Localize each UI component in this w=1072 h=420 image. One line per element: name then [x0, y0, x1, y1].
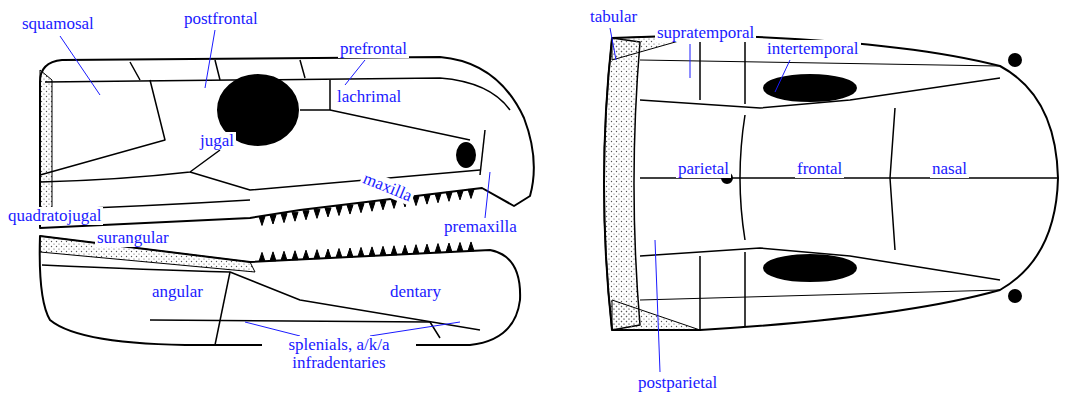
tooth [369, 247, 375, 256]
bone-label: squamosal [20, 15, 96, 33]
tooth [336, 206, 342, 215]
tooth [457, 191, 463, 200]
tooth [259, 216, 265, 225]
bone-label: lachrimal [335, 88, 403, 106]
tooth [270, 252, 276, 261]
tooth [347, 205, 353, 214]
tooth [446, 192, 452, 201]
bone-label: quadratojugal [6, 207, 103, 225]
tooth [303, 250, 309, 259]
tooth [292, 251, 298, 260]
tooth [314, 250, 320, 259]
tooth [424, 244, 430, 253]
tooth [369, 202, 375, 211]
bone-label: parietal [676, 160, 731, 178]
tooth [435, 194, 441, 203]
tooth [358, 204, 364, 213]
tooth [358, 247, 364, 256]
tooth [303, 211, 309, 220]
tooth [281, 251, 287, 260]
tooth [435, 244, 441, 253]
bone-label: prefrontal [338, 40, 409, 58]
tooth [446, 243, 452, 252]
tooth [468, 189, 474, 198]
tooth [270, 215, 276, 224]
bone-label: angular [150, 283, 205, 301]
tooth [259, 252, 265, 261]
tooth [413, 197, 419, 206]
bone-label: premaxilla [442, 218, 519, 236]
bone-label: surangular [95, 229, 171, 247]
bone-label: postparietal [636, 374, 719, 392]
tooth [391, 246, 397, 255]
tooth [468, 242, 474, 251]
tooth [424, 195, 430, 204]
bone-label: intertemporal [765, 40, 861, 58]
bone-label: supratemporal [655, 24, 756, 42]
tooth [380, 201, 386, 210]
bone-label: frontal [795, 160, 844, 178]
tooth [325, 249, 331, 258]
tooth [347, 248, 353, 257]
tooth [292, 212, 298, 221]
tooth [325, 208, 331, 217]
bone-label: tabular [588, 8, 639, 26]
tooth [457, 243, 463, 252]
tooth [281, 214, 287, 223]
tooth [336, 249, 342, 258]
tooth [413, 245, 419, 254]
bone-label: jugal [198, 132, 236, 150]
tooth [314, 209, 320, 218]
tooth [380, 246, 386, 255]
bone-label: postfrontal [182, 10, 260, 28]
bone-label: splenials, a/k/a infradentaries [262, 336, 416, 372]
bone-label: dentary [388, 283, 443, 301]
tooth [402, 245, 408, 254]
bone-label: nasal [930, 160, 969, 178]
